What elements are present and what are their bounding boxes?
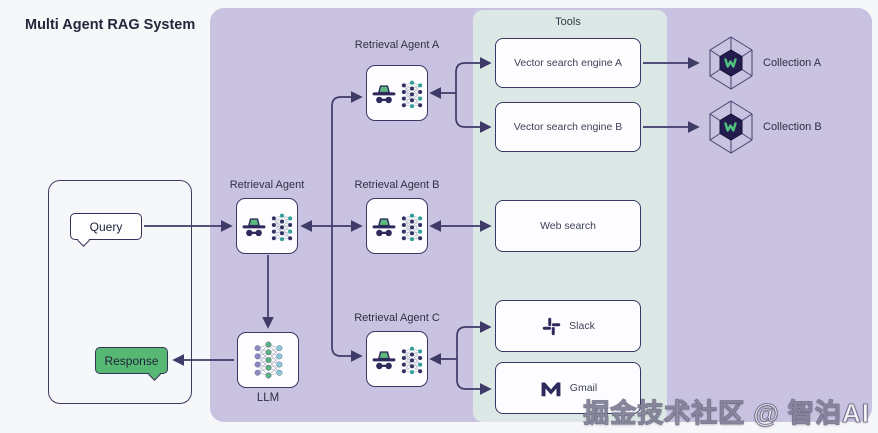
retrieval-agent-c-node [366, 331, 428, 387]
web-search-label: Web search [540, 220, 596, 232]
neural-network-icon [400, 212, 424, 241]
gmail-icon [539, 378, 563, 399]
spy-agent-icon [371, 80, 397, 106]
collection-b-label: Collection B [763, 121, 822, 133]
retrieval-agent-c-label: Retrieval Agent C [354, 312, 440, 324]
retrieval-agent-b-label: Retrieval Agent B [354, 179, 440, 191]
retrieval-agent-a-label: Retrieval Agent A [354, 39, 440, 51]
web-search-node: Web search [495, 200, 641, 252]
gmail-label: Gmail [569, 382, 598, 394]
query-label: Query [89, 219, 123, 234]
spy-agent-icon [371, 346, 397, 372]
query-bubble: Query [70, 213, 142, 247]
retrieval-agent-label: Retrieval Agent [229, 179, 305, 191]
neural-network-icon [270, 212, 294, 241]
vector-search-engine-b-node: Vector search engine B [495, 102, 641, 152]
neural-network-icon [400, 79, 424, 108]
vector-search-engine-a-label: Vector search engine A [514, 57, 622, 69]
page-title: Multi Agent RAG System [25, 17, 196, 33]
slack-label: Slack [569, 320, 595, 332]
client-frame [48, 180, 192, 404]
tools-band-label: Tools [555, 16, 581, 28]
watermark-text: 掘金技术社区 @ 智泊AI [583, 397, 870, 428]
vector-search-engine-a-node: Vector search engine A [495, 38, 641, 88]
slack-node: Slack [495, 300, 641, 352]
neural-network-icon [400, 345, 424, 374]
response-bubble: Response [95, 347, 168, 381]
spy-agent-icon [371, 213, 397, 239]
llm-node [237, 332, 299, 388]
collection-b-hexagon-icon [705, 99, 757, 155]
slack-icon [541, 316, 562, 337]
neural-network-icon [252, 340, 285, 380]
vector-search-engine-b-label: Vector search engine B [513, 121, 623, 133]
retrieval-agent-b-node [366, 198, 428, 254]
spy-agent-icon [241, 213, 267, 239]
retrieval-agent-a-node [366, 65, 428, 121]
retrieval-agent-node [236, 198, 298, 254]
collection-a-hexagon-icon [705, 35, 757, 91]
gmail-node: Gmail [495, 362, 641, 414]
collection-a-label: Collection A [763, 57, 822, 69]
llm-label: LLM [256, 392, 280, 404]
response-label: Response [104, 353, 159, 368]
